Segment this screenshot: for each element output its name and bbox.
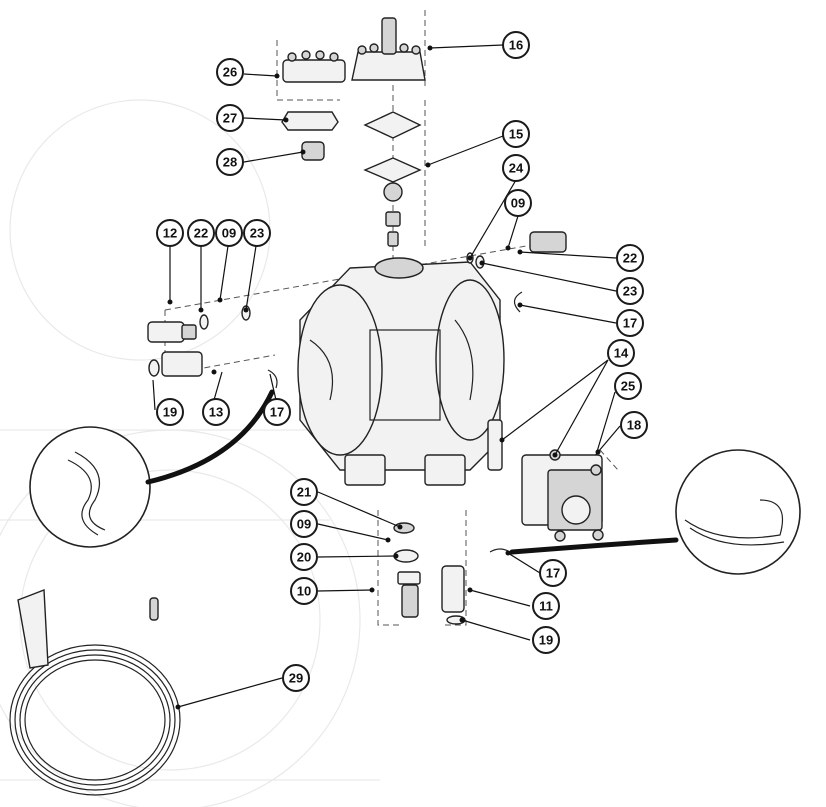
- callout-24: 24: [502, 154, 530, 182]
- leader-dots: [167, 45, 601, 710]
- svg-text:21: 21: [297, 485, 311, 500]
- svg-text:20: 20: [297, 550, 311, 565]
- callout-09-upper-right: 09: [504, 189, 532, 217]
- manifold-26-part: [282, 59, 346, 83]
- callout-17-right-lower: 17: [539, 559, 567, 587]
- callout-20: 20: [290, 543, 318, 571]
- detail-view-left: [29, 389, 275, 548]
- svg-text:19: 19: [163, 405, 177, 420]
- callout-28: 28: [216, 148, 244, 176]
- svg-text:18: 18: [627, 418, 641, 433]
- svg-text:28: 28: [223, 155, 237, 170]
- callout-14: 14: [607, 339, 635, 367]
- callout-23-left: 23: [243, 219, 271, 247]
- fitting-10-part: [401, 584, 419, 618]
- callout-18: 18: [620, 411, 648, 439]
- ground-clamp: [17, 589, 49, 669]
- svg-text:09: 09: [222, 226, 236, 241]
- callout-17-right-upper: 17: [616, 309, 644, 337]
- svg-text:10: 10: [297, 584, 311, 599]
- callout-26: 26: [216, 58, 244, 86]
- callout-10: 10: [290, 577, 318, 605]
- plug-28-part: [301, 141, 325, 161]
- svg-text:17: 17: [546, 566, 560, 581]
- callouts: 26 16 27 15 28 24 09 12 22 09 23 22 23 1…: [156, 31, 648, 692]
- svg-text:11: 11: [539, 599, 553, 614]
- svg-text:25: 25: [621, 379, 635, 394]
- callout-17-left: 17: [263, 398, 291, 426]
- pump-body: [297, 257, 505, 486]
- svg-text:17: 17: [270, 405, 284, 420]
- fitting-13-part: [161, 351, 203, 377]
- svg-text:13: 13: [209, 405, 223, 420]
- callout-19-bottom: 19: [532, 626, 560, 654]
- callout-12: 12: [156, 219, 184, 247]
- gasket-27-part: [281, 111, 339, 131]
- svg-text:24: 24: [509, 161, 524, 176]
- svg-text:23: 23: [623, 284, 637, 299]
- callout-22-right: 22: [616, 244, 644, 272]
- bottom-fittings: [393, 522, 466, 625]
- callout-09-left: 09: [215, 219, 243, 247]
- callout-16: 16: [502, 31, 530, 59]
- svg-text:27: 27: [223, 111, 237, 126]
- fitting-11-part: [441, 565, 465, 613]
- svg-text:16: 16: [509, 38, 523, 53]
- callout-22-left: 22: [187, 219, 215, 247]
- svg-text:23: 23: [250, 226, 264, 241]
- right-fittings: [466, 231, 604, 553]
- fitting-22-part: [529, 231, 567, 253]
- svg-text:14: 14: [614, 346, 629, 361]
- svg-text:22: 22: [623, 251, 637, 266]
- svg-text:12: 12: [163, 226, 177, 241]
- svg-text:29: 29: [289, 671, 303, 686]
- svg-text:15: 15: [509, 127, 523, 142]
- manifold-parts: [281, 17, 426, 247]
- callout-15: 15: [502, 120, 530, 148]
- ground-wire-assembly: [9, 589, 181, 796]
- svg-text:19: 19: [539, 633, 553, 648]
- callout-29: 29: [282, 664, 310, 692]
- callout-09-bottom: 09: [290, 510, 318, 538]
- detail-view-right: [509, 449, 801, 575]
- leader-lines: [152, 44, 621, 708]
- fitting-12-part: [147, 321, 185, 343]
- svg-text:22: 22: [194, 226, 208, 241]
- callout-19-left: 19: [156, 398, 184, 426]
- manifold-16-part: [351, 51, 426, 81]
- callout-23-right: 23: [616, 277, 644, 305]
- callout-11: 11: [532, 592, 560, 620]
- valve-plate-upper: [363, 111, 422, 139]
- callout-13: 13: [202, 398, 230, 426]
- callout-25: 25: [614, 372, 642, 400]
- svg-text:26: 26: [223, 65, 237, 80]
- callout-27: 27: [216, 104, 244, 132]
- callout-21: 21: [290, 478, 318, 506]
- svg-text:17: 17: [623, 316, 637, 331]
- svg-text:09: 09: [511, 196, 525, 211]
- left-fittings: [147, 305, 278, 389]
- svg-text:09: 09: [297, 517, 311, 532]
- valve-plate-lower: [363, 157, 422, 183]
